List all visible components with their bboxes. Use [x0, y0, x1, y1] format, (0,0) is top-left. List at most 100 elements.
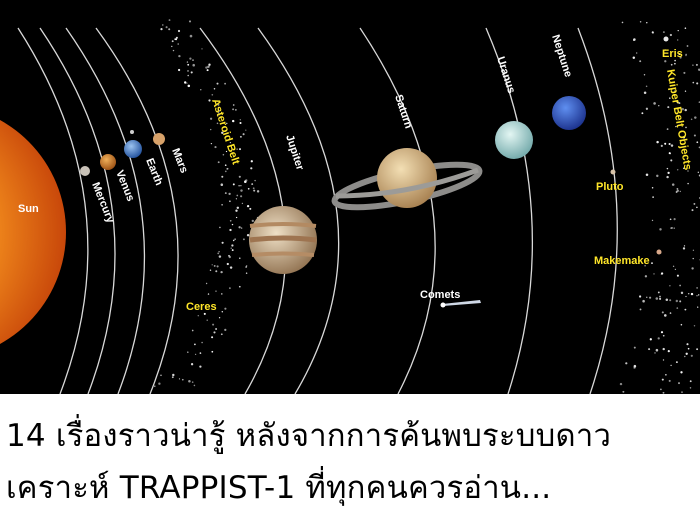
- belt-dot: [221, 241, 224, 244]
- belt-dot: [249, 207, 252, 210]
- belt-dot: [224, 328, 227, 332]
- belt-dot: [250, 160, 253, 163]
- belt-dot: [664, 49, 666, 51]
- comet-shape: [440, 300, 481, 308]
- belt-dot: [667, 171, 670, 175]
- belt-dot: [238, 175, 241, 178]
- belt-dot: [190, 71, 193, 74]
- belt-dot: [186, 82, 188, 84]
- belt-dot: [698, 294, 700, 296]
- belt-dot: [685, 54, 687, 57]
- belt-dot: [187, 69, 189, 72]
- belt-dot: [177, 29, 181, 33]
- orbit-earth: [65, 27, 146, 394]
- belt-dot: [229, 228, 232, 232]
- belt-dot: [206, 69, 209, 72]
- belt-dot: [679, 300, 682, 303]
- belt-dot: [692, 64, 694, 66]
- belt-dot: [239, 135, 242, 138]
- belt-dot: [178, 54, 181, 58]
- belt-dot: [215, 270, 218, 273]
- belt-dot: [229, 266, 233, 269]
- belt-dot: [218, 114, 220, 116]
- belt-dot: [672, 265, 675, 267]
- belt-dot: [680, 323, 683, 326]
- moon-dot: [130, 130, 134, 134]
- belt-dot: [675, 299, 679, 303]
- belt-dot: [696, 287, 698, 289]
- belt-dot: [154, 385, 156, 387]
- belt-dot: [246, 233, 250, 237]
- belt-dot: [681, 107, 684, 111]
- belt-dot: [235, 216, 238, 219]
- caption-line-2[interactable]: เคราะห์ TRAPPIST-1 ที่ทุกคนควรอ่าน...: [6, 470, 552, 506]
- belt-dot: [633, 346, 636, 349]
- belt-dot: [184, 81, 187, 84]
- belt-dot: [219, 226, 221, 229]
- belt-dot: [229, 219, 232, 222]
- article-caption[interactable]: [0, 394, 700, 513]
- belt-dot: [673, 227, 675, 229]
- belt-dot: [199, 352, 202, 354]
- belt-dot: [206, 319, 208, 321]
- belt-dot: [693, 202, 696, 205]
- belt-dot: [220, 270, 223, 274]
- caption-line-1[interactable]: 14 เรื่องราวน่ารู้ หลังจากการค้นพบระบบดา…: [6, 418, 612, 454]
- belt-dot: [683, 245, 686, 247]
- belt-dot: [670, 144, 674, 147]
- belt-dot: [651, 31, 654, 33]
- belt-dot: [695, 63, 698, 66]
- belt-dot: [677, 29, 679, 32]
- belt-dot: [215, 290, 217, 292]
- belt-dot: [669, 285, 671, 287]
- belt-dot: [644, 275, 648, 278]
- belt-dot: [687, 182, 689, 185]
- belt-dot: [203, 312, 206, 315]
- belt-dot: [246, 204, 250, 208]
- belt-dot: [659, 295, 661, 298]
- belt-dot: [247, 187, 250, 190]
- belt-dot: [208, 99, 211, 102]
- belt-dot: [221, 175, 224, 178]
- belt-dot: [175, 36, 178, 39]
- belt-dot: [686, 45, 689, 47]
- belt-dot: [696, 295, 698, 297]
- belt-dot: [691, 267, 694, 270]
- belt-dot: [693, 325, 696, 327]
- pluto-dot: [610, 169, 616, 175]
- belt-dot: [188, 20, 192, 23]
- belt-dot: [667, 350, 670, 353]
- belt-dot: [218, 251, 220, 253]
- orbit-jupiter: [257, 27, 340, 394]
- belt-dot: [186, 61, 189, 63]
- belt-dot: [171, 40, 174, 43]
- belt-dot: [625, 362, 628, 365]
- belt-dot: [646, 296, 648, 298]
- belt-dot: [232, 108, 235, 111]
- belt-dot: [231, 249, 234, 252]
- belt-dot: [666, 128, 669, 131]
- belt-dot: [224, 170, 227, 173]
- belt-dot: [676, 187, 679, 190]
- belt-dot: [669, 97, 671, 99]
- belt-dot: [653, 273, 655, 275]
- ceres-label: Ceres: [186, 301, 217, 313]
- belt-dot: [200, 89, 202, 91]
- belt-dot: [245, 272, 248, 274]
- uranus-planet: [495, 121, 533, 159]
- mercury-planet: [80, 166, 90, 176]
- belt-dot: [696, 82, 699, 85]
- belt-dot: [689, 387, 692, 389]
- neptune-planet: [552, 96, 586, 130]
- belt-dot: [666, 167, 669, 170]
- belt-dot: [662, 334, 665, 337]
- belt-dot: [676, 189, 680, 193]
- belt-dot: [670, 63, 673, 66]
- belt-dot: [231, 223, 234, 226]
- belt-dot: [165, 26, 168, 29]
- belt-dot: [210, 128, 212, 131]
- belt-dot: [636, 52, 638, 54]
- eris-dot: [663, 36, 669, 42]
- belt-dot: [643, 74, 646, 76]
